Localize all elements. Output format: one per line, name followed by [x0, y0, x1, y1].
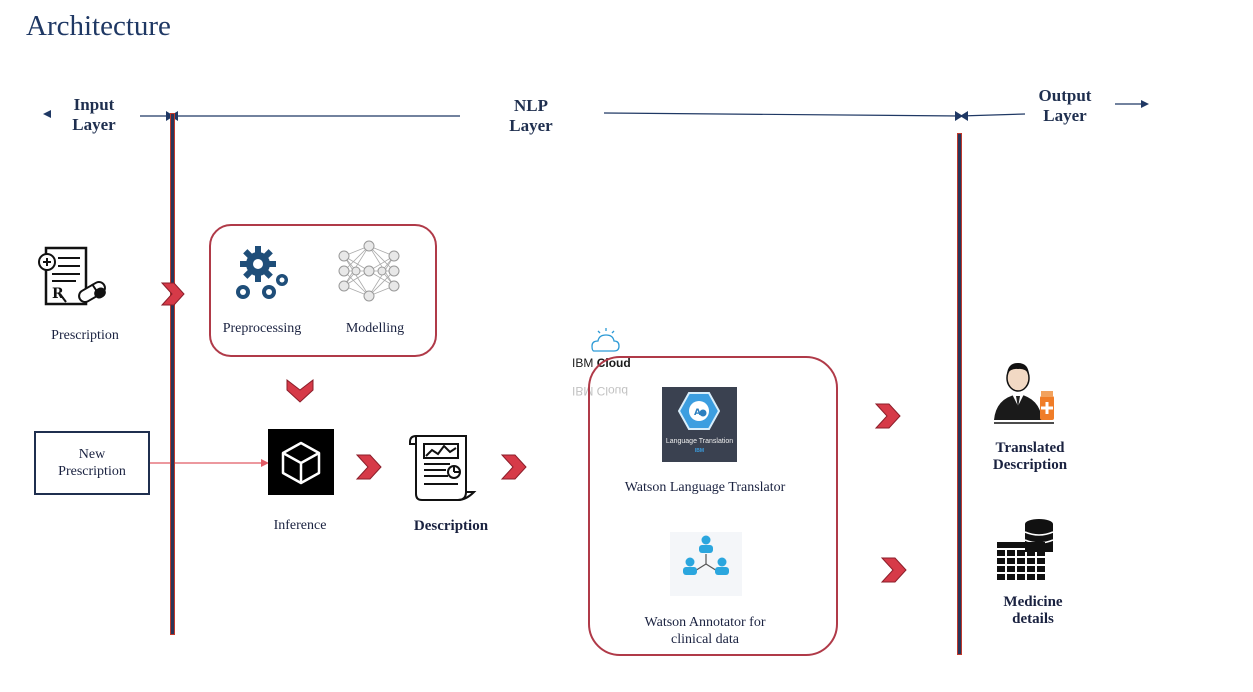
inference-chevron-icon — [355, 453, 383, 481]
new-prescription-line2: Prescription — [58, 464, 126, 479]
medicine-details-label: Medicine details — [978, 594, 1088, 628]
input-layer-arrowhead — [43, 110, 51, 118]
neural-network-icon — [336, 240, 402, 302]
nlp-layer-line2: Layer — [509, 116, 553, 135]
gears-icon — [232, 242, 292, 304]
output-layer-heading: Output Layer — [1024, 86, 1106, 126]
annotator-label-line1: Watson Annotator for — [644, 615, 766, 630]
description-report-icon — [408, 432, 478, 504]
annotator-icon — [670, 532, 742, 596]
translated-line2: Description — [992, 457, 1068, 473]
ibm-cloud-prefix: IBM — [572, 356, 594, 370]
prescription-icon: R — [36, 244, 108, 310]
medicine-line1: Medicine — [1003, 594, 1063, 610]
preprocessing-label: Preprocessing — [222, 321, 302, 336]
processing-box — [209, 224, 437, 357]
output-layer-separator — [957, 133, 962, 655]
output-layer-line2: Layer — [1043, 106, 1087, 125]
input-layer-line1: Input — [73, 95, 115, 114]
nlp-right-line — [603, 112, 961, 117]
language-translation-tile: A Language Translation IBM — [662, 387, 737, 462]
input-layer-heading: Input Layer — [54, 95, 134, 135]
prescription-label: Prescription — [51, 328, 119, 343]
description-label: Description — [413, 518, 489, 534]
page-title: Architecture — [26, 10, 171, 42]
watson-annotator-label: Watson Annotator for clinical data — [600, 614, 810, 648]
description-chevron-icon — [500, 453, 528, 481]
new-prescription-line1: New — [78, 447, 106, 462]
new-prescription-box: New Prescription — [34, 431, 150, 495]
nlp-layer-line1: NLP — [514, 96, 548, 115]
output-layer-line1: Output — [1038, 86, 1092, 105]
modelling-label: Modelling — [345, 321, 405, 336]
translator-output-chevron-icon — [874, 402, 902, 430]
translated-line1: Translated — [995, 440, 1065, 456]
ibm-services-box — [588, 356, 838, 656]
input-layer-separator — [170, 113, 175, 635]
inference-cube-icon — [268, 429, 334, 495]
down-chevron-icon — [286, 378, 314, 404]
svg-text:A: A — [694, 408, 701, 418]
nlp-layer-heading: NLP Layer — [491, 96, 571, 136]
nlp-end-marker — [955, 111, 963, 121]
new-prescription-arrowhead — [261, 459, 269, 467]
tile-brand: IBM — [694, 448, 705, 454]
pharmacist-icon — [992, 360, 1058, 426]
annotator-label-line2: clinical data — [670, 632, 740, 647]
svg-text:R: R — [52, 286, 64, 302]
output-arrowhead — [1141, 100, 1149, 108]
database-table-icon — [993, 516, 1059, 582]
tile-caption: Language Translation — [665, 438, 734, 445]
output-left-line — [959, 113, 1026, 117]
inference-label: Inference — [273, 518, 327, 533]
ibm-cloud-icon — [586, 327, 622, 355]
translation-hex-icon: A — [678, 392, 720, 430]
translated-description-label: Translated Description — [975, 440, 1085, 474]
prescription-chevron-icon — [160, 281, 186, 307]
watson-translator-label: Watson Language Translator — [624, 480, 786, 495]
annotator-output-chevron-icon — [880, 556, 908, 584]
input-layer-line2: Layer — [72, 115, 116, 134]
medicine-line2: details — [1012, 611, 1054, 627]
